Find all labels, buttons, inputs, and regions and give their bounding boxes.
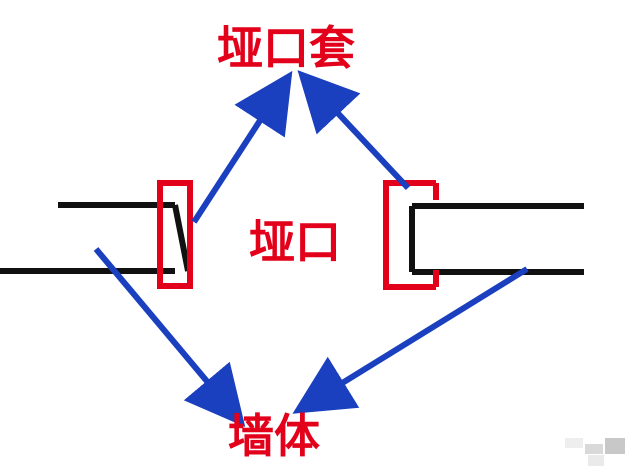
right-casing-bracket: [383, 180, 436, 290]
left-wall: [0, 202, 191, 274]
left-casing-bracket: [157, 180, 193, 289]
left-wall-end-line: [172, 204, 191, 272]
top-label: 垭口套: [217, 21, 355, 75]
center-label: 垭口: [249, 215, 341, 269]
arrow-right-bracket-to-top-label: [297, 70, 411, 191]
bottom-label: 墙体: [228, 409, 320, 463]
arrow-left-bracket-to-top-label: [191, 70, 293, 224]
corner-blur-block: [565, 438, 625, 466]
right-wall: [409, 203, 584, 275]
arrow-right-wall-to-bottom-label: [292, 266, 529, 414]
arrow-left-wall-to-bottom-label: [93, 247, 246, 427]
